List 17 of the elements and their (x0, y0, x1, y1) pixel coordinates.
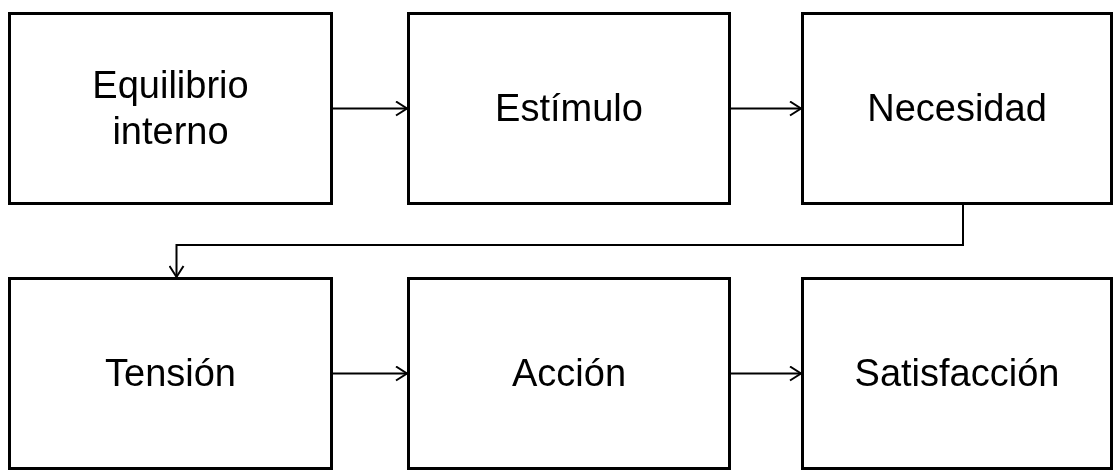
process-box (8, 277, 333, 470)
arrow (168, 204, 964, 278)
process-box (8, 12, 333, 205)
box-label: Acción (511, 350, 627, 396)
process-box (801, 12, 1113, 205)
arrow (332, 100, 408, 117)
box-label: Satisfacción (854, 350, 1060, 396)
process-box (407, 12, 731, 205)
arrow (730, 365, 802, 382)
box-label: Estímulo (495, 85, 643, 131)
box-label: Equilibrio interno (92, 62, 249, 154)
box-label: Tensión (105, 350, 236, 396)
box-label: Necesidad (867, 85, 1047, 131)
process-box (407, 277, 731, 470)
arrow (730, 100, 802, 117)
arrow (332, 365, 408, 382)
process-box (801, 277, 1113, 470)
